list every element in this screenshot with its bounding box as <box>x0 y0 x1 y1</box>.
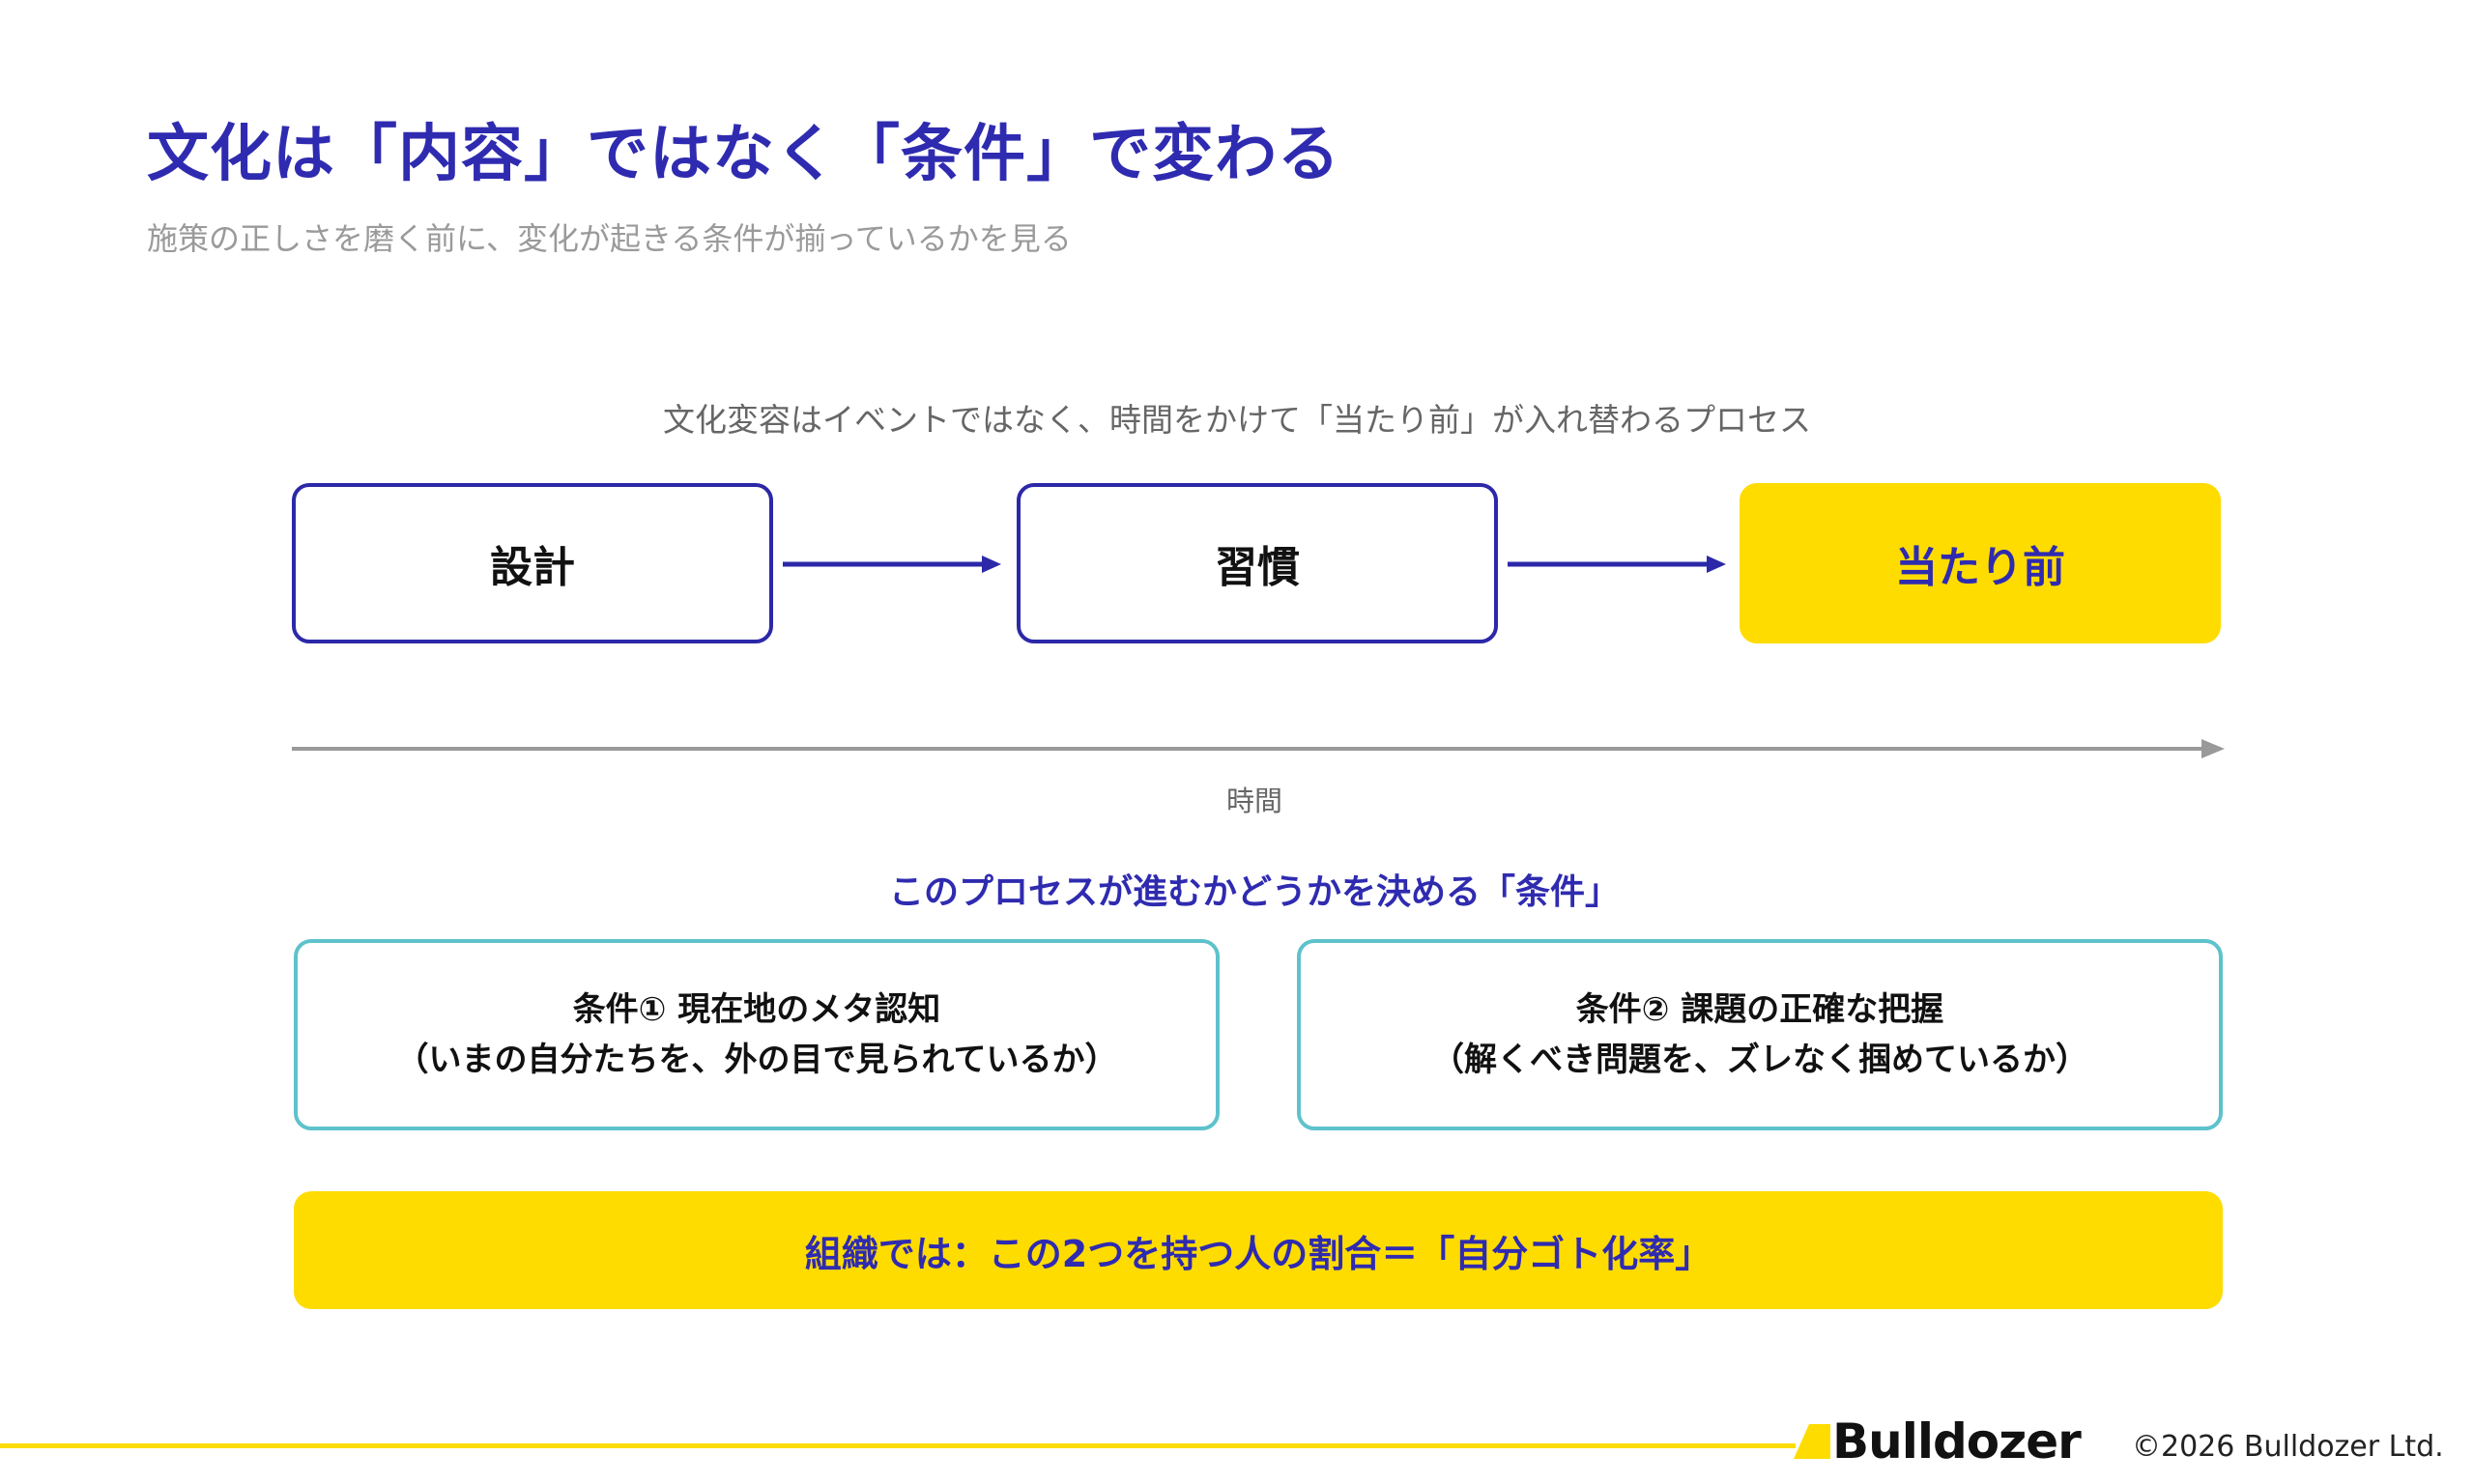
copyright-text: ©2026 Bulldozer Ltd. <box>2132 1430 2444 1464</box>
condition-1-detail: （いまの自分たちを、外の目で見られているか） <box>395 1041 1118 1079</box>
logo-text: Bulldozer <box>1832 1413 2082 1470</box>
timeline-label: 時間 <box>1225 785 1282 817</box>
stage-design: 設計 <box>292 483 773 643</box>
conditions-heading: このプロセスが進むかどうかを決める「条件」 <box>888 872 1620 912</box>
condition-2-detail: （解くべき問題を、ズレなく掴めているか） <box>1431 1041 2088 1079</box>
condition-card-1: 条件① 現在地のメタ認知 （いまの自分たちを、外の目で見られているか） <box>294 939 1220 1130</box>
slide-subtitle: 施策の正しさを磨く前に、変化が起きる条件が揃っているかを見る <box>147 220 1072 257</box>
condition-card-2: 条件② 課題の正確な把握 （解くべき問題を、ズレなく掴めているか） <box>1297 939 2223 1130</box>
stage-norm: 当たり前 <box>1740 483 2221 643</box>
condition-2-title: 条件② 課題の正確な把握 <box>1575 990 1944 1029</box>
timeline-arrow <box>292 739 2225 758</box>
bulldozer-logo: Bulldozer <box>1794 1413 2082 1470</box>
condition-1-title: 条件① 現在地のメタ認知 <box>572 990 941 1029</box>
logo-mark-icon <box>1794 1424 1830 1459</box>
stage-arrow-2 <box>1508 556 1726 573</box>
process-caption: 文化変容はイベントではなく、時間をかけて「当たり前」が入れ替わるプロセス <box>663 401 1811 439</box>
stage-arrow-1 <box>783 556 1001 573</box>
footer-divider <box>0 1443 1796 1448</box>
stage-habit: 習慣 <box>1017 483 1498 643</box>
slide-title: 文化は「内容」ではなく「条件」で変わる <box>147 119 1340 190</box>
summary-banner: 組織では：この2つを持つ人の割合＝「自分ゴト化率」 <box>294 1191 2223 1309</box>
